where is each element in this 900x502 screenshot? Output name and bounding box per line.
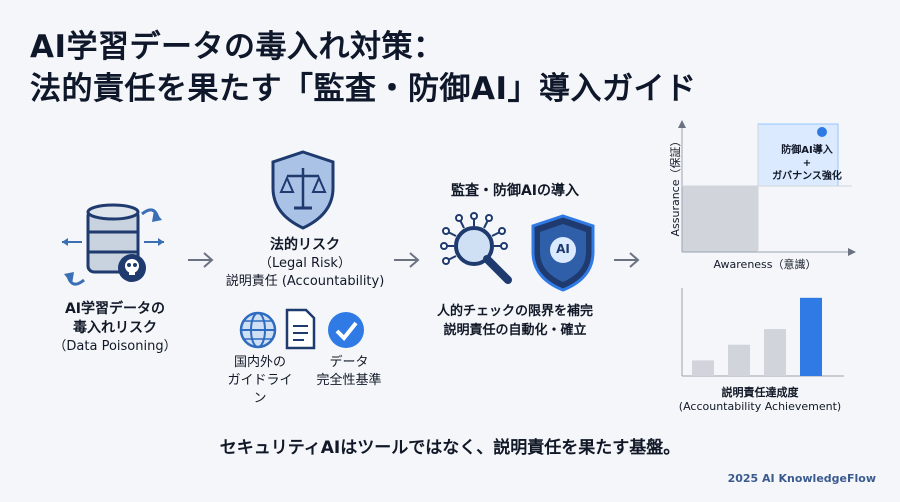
chart-bar-4 bbox=[800, 297, 822, 376]
matrix-highlight-label: 防御AI導入 + ガバナンス強化 bbox=[762, 144, 852, 183]
chart-bar-2 bbox=[728, 344, 750, 376]
integrity-label: データ 完全性基準 bbox=[304, 354, 394, 390]
risk-label: AI学習データの 毒入れリスク （Data Poisoning） bbox=[30, 300, 200, 356]
flow-arrow-icon bbox=[614, 252, 640, 268]
ai-badge-text: AI bbox=[556, 242, 570, 256]
matrix-low-quadrant bbox=[682, 186, 758, 252]
globe-icon bbox=[239, 311, 277, 349]
chart-caption: 説明責任達成度 (Accountability Achievement) bbox=[650, 384, 870, 413]
accountability-bar-chart bbox=[681, 288, 844, 377]
footer-credit: 2025 AI KnowledgeFlow bbox=[727, 472, 876, 485]
audit-desc-line-2: 説明責任の自動化・確立 bbox=[443, 323, 587, 338]
audit-desc: 人的チェックの限界を補完 説明責任の自動化・確立 bbox=[420, 302, 610, 340]
chart-subtitle: (Accountability Achievement) bbox=[678, 400, 842, 413]
matrix-x-label: Awareness（意識） bbox=[713, 258, 817, 271]
legal-label-line-1: 法的リスク bbox=[270, 237, 340, 253]
legal-label-line-2: （Legal Risk） bbox=[259, 256, 351, 271]
shield-scale-icon bbox=[271, 150, 335, 230]
flow-arrow-icon bbox=[188, 252, 214, 268]
ai-shield-icon-group: AI bbox=[530, 214, 596, 292]
matrix-highlight-line-3: ガバナンス強化 bbox=[772, 171, 842, 182]
check-circle-icon bbox=[328, 312, 364, 348]
audit-desc-line-1: 人的チェックの限界を補完 bbox=[436, 304, 593, 319]
assurance-matrix bbox=[678, 120, 856, 256]
guideline-label-line-1: 国内外の bbox=[233, 355, 286, 370]
ai-shield-icon bbox=[531, 214, 595, 292]
risk-label-line-3: （Data Poisoning） bbox=[53, 339, 177, 354]
matrix-highlight-line-2: + bbox=[802, 158, 812, 169]
legal-label: 法的リスク （Legal Risk） 説明責任 (Accountability) bbox=[205, 236, 405, 291]
matrix-y-label: Assurance（保証） bbox=[669, 135, 682, 237]
flow-arrow-icon bbox=[394, 252, 420, 268]
chart-bar-1 bbox=[692, 360, 714, 376]
key-message: セキュリティAIはツールではなく、説明責任を果たす基盤。 bbox=[219, 438, 681, 458]
guideline-label-line-2: ガイドライン bbox=[227, 373, 293, 406]
matrix-target-dot bbox=[817, 127, 827, 137]
chart-title: 説明責任達成度 bbox=[721, 386, 799, 399]
integrity-label-line-2: 完全性基準 bbox=[316, 373, 382, 388]
database-icon-group bbox=[58, 196, 168, 296]
page-title: AI学習データの毒入れ対策： 法的責任を果たす「監査・防御AI」導入ガイド bbox=[30, 26, 697, 110]
audit-heading: 監査・防御AIの導入 bbox=[450, 183, 580, 199]
document-icon bbox=[285, 308, 316, 350]
legal-label-line-3: 説明責任 (Accountability) bbox=[225, 274, 385, 289]
shield-scale-icon-group bbox=[270, 150, 336, 230]
title-line-1: AI学習データの毒入れ対策： bbox=[30, 29, 445, 65]
risk-label-line-1: AI学習データの bbox=[64, 301, 166, 317]
guideline-label: 国内外の ガイドライン bbox=[222, 354, 298, 408]
matrix-highlight-line-1: 防御AI導入 bbox=[781, 145, 833, 156]
title-line-2: 法的責任を果たす「監査・防御AI」導入ガイド bbox=[30, 71, 697, 107]
chart-bar-3 bbox=[764, 329, 786, 376]
risk-label-line-2: 毒入れリスク bbox=[73, 320, 157, 336]
integrity-label-line-1: データ bbox=[329, 355, 369, 370]
database-icon bbox=[62, 203, 164, 286]
circuit-magnifier-icon bbox=[440, 212, 512, 284]
